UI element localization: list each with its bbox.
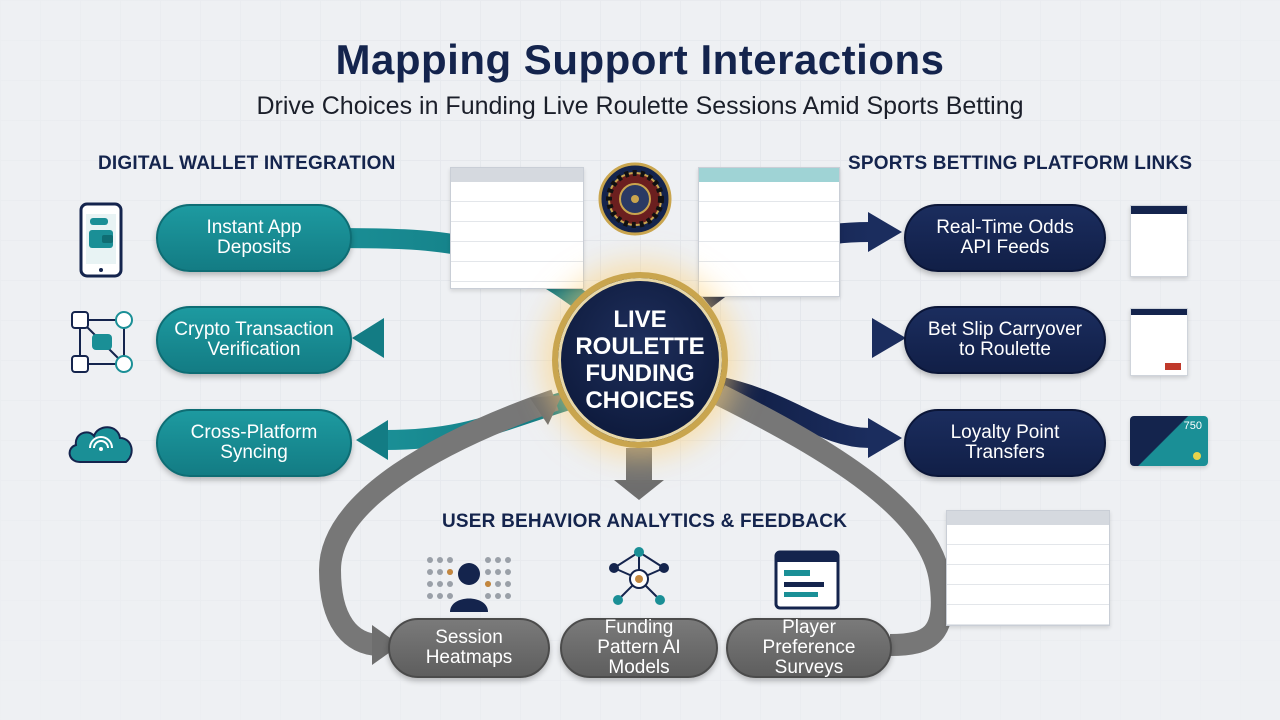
arrowhead-feedback-up — [530, 395, 562, 425]
node-label: Bet Slip Carryover to Roulette — [927, 319, 1083, 360]
section-title-digital-wallet: DIGITAL WALLET INTEGRATION — [98, 153, 396, 174]
hub-live-roulette-funding[interactable]: LIVE ROULETTE FUNDING CHOICES — [552, 272, 728, 448]
node-label: Funding Pattern AI Models — [597, 617, 681, 678]
loyalty-card-value: 750 — [1183, 420, 1202, 432]
cloud-sync-icon — [68, 426, 133, 463]
node-crypto-verification[interactable]: Crypto Transaction Verification — [156, 306, 352, 374]
crypto-network-icon — [71, 311, 133, 373]
page-title: Mapping Support Interactions — [335, 36, 945, 83]
arrowhead-odds-feeds — [868, 212, 902, 252]
arrowhead-down — [614, 480, 664, 500]
arrowhead-feedback-left — [372, 625, 400, 665]
ai-network-icon — [609, 547, 669, 605]
mini-dashboard-left — [450, 167, 584, 289]
node-funding-pattern-ai[interactable]: Funding Pattern AI Models — [560, 618, 718, 678]
arrowhead-cross-platform — [356, 420, 388, 460]
node-label: Player Preference Surveys — [762, 617, 856, 678]
arrow-down-shaft — [626, 448, 652, 482]
node-bet-slip-carryover[interactable]: Bet Slip Carryover to Roulette — [904, 306, 1106, 374]
arrowhead-bet-slip — [872, 318, 906, 358]
bet-slip-icon — [1130, 308, 1188, 376]
mini-dashboard-right — [698, 167, 840, 297]
survey-form-icon — [774, 550, 840, 610]
odds-dashboard-icon — [1130, 205, 1188, 277]
node-cross-platform-syncing[interactable]: Cross-Platform Syncing — [156, 409, 352, 477]
node-instant-app-deposits[interactable]: Instant App Deposits — [156, 204, 352, 272]
loyalty-card-icon: 750 — [1130, 416, 1208, 466]
section-title-analytics: USER BEHAVIOR ANALYTICS & FEEDBACK — [442, 511, 848, 532]
heatmap-user-icon — [427, 557, 511, 612]
smartphone-wallet-icon — [79, 202, 123, 278]
arrow-loyalty — [710, 375, 871, 448]
feedback-loop-right — [715, 385, 953, 656]
node-loyalty-point-transfers[interactable]: Loyalty Point Transfers — [904, 409, 1106, 477]
roulette-wheel-icon — [598, 162, 672, 236]
node-real-time-odds[interactable]: Real-Time Odds API Feeds — [904, 204, 1106, 272]
node-label: Session Heatmaps — [425, 627, 513, 668]
node-player-preference-surveys[interactable]: Player Preference Surveys — [726, 618, 892, 678]
mini-dashboard-bottom-right — [946, 510, 1110, 626]
section-title-sports-betting: SPORTS BETTING PLATFORM LINKS — [848, 153, 1193, 174]
node-label: Instant App Deposits — [206, 217, 302, 258]
arrowhead-crypto — [352, 318, 384, 358]
page-subtitle: Drive Choices in Funding Live Roulette S… — [256, 92, 1024, 120]
feedback-loop-left — [318, 389, 559, 656]
arrowhead-loyalty — [868, 418, 902, 458]
node-label: Loyalty Point Transfers — [950, 422, 1060, 463]
node-label: Crypto Transaction Verification — [174, 319, 334, 360]
node-label: Real-Time Odds API Feeds — [936, 217, 1074, 258]
hub-label: LIVE ROULETTE FUNDING CHOICES — [575, 306, 705, 414]
node-session-heatmaps[interactable]: Session Heatmaps — [388, 618, 550, 678]
node-label: Cross-Platform Syncing — [190, 422, 318, 463]
